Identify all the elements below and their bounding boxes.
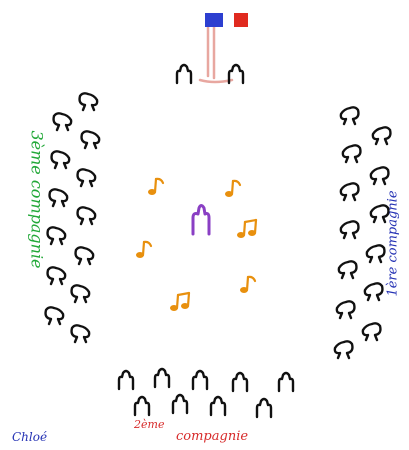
soldier-icon bbox=[337, 260, 358, 280]
soldier-icon bbox=[153, 367, 171, 389]
soldier-icon bbox=[52, 112, 73, 132]
flag-pole bbox=[198, 18, 234, 84]
soldier-icon bbox=[78, 92, 99, 112]
soldier-icon bbox=[191, 369, 209, 391]
soldier-icon bbox=[50, 150, 71, 170]
soldier-icon bbox=[361, 322, 382, 342]
soldier-icon bbox=[333, 340, 354, 360]
soldier-icon bbox=[76, 168, 97, 188]
bottom-company-num-label: 2ème bbox=[134, 418, 165, 431]
music-note-icon bbox=[148, 177, 165, 195]
flag-group bbox=[198, 13, 248, 84]
soldier-icon bbox=[74, 246, 95, 266]
soldier-icon bbox=[76, 206, 97, 226]
soldier-icon bbox=[227, 63, 245, 85]
signature: Chloé bbox=[12, 430, 48, 444]
soldier-icon bbox=[339, 220, 360, 240]
soldier-icon bbox=[80, 130, 101, 150]
right-company-label: 1ère compagnie bbox=[385, 190, 401, 297]
soldier-icon bbox=[171, 393, 189, 415]
soldier-icon bbox=[46, 226, 67, 246]
flag-blue-icon bbox=[205, 13, 223, 27]
flag-red-icon bbox=[234, 13, 248, 27]
conductor-icon bbox=[191, 204, 211, 236]
music-notes-group bbox=[136, 177, 258, 311]
soldier-icon bbox=[133, 395, 151, 417]
soldier-group bbox=[44, 63, 392, 419]
soldier-icon bbox=[231, 371, 249, 393]
soldier-icon bbox=[117, 369, 135, 391]
music-note-icon bbox=[170, 291, 191, 311]
soldier-icon bbox=[70, 284, 91, 304]
bottom-company-word-label: compagnie bbox=[176, 429, 249, 444]
soldier-icon bbox=[369, 166, 390, 186]
soldier-icon bbox=[209, 395, 227, 417]
soldier-icon bbox=[369, 204, 390, 224]
soldier-icon bbox=[335, 300, 356, 320]
soldier-icon bbox=[255, 397, 273, 419]
soldier-icon bbox=[44, 306, 65, 326]
music-note-icon bbox=[240, 275, 257, 293]
music-note-icon bbox=[136, 240, 153, 258]
soldier-icon bbox=[48, 188, 69, 208]
left-company-label: 3ème compagnie bbox=[27, 130, 47, 269]
soldier-icon bbox=[277, 371, 295, 393]
soldier-icon bbox=[175, 63, 193, 85]
soldier-icon bbox=[46, 266, 67, 286]
soldier-icon bbox=[339, 106, 360, 126]
soldier-icon bbox=[365, 244, 386, 264]
soldier-icon bbox=[341, 144, 362, 164]
music-note-icon bbox=[237, 218, 258, 238]
soldier-icon bbox=[371, 126, 392, 146]
music-note-icon bbox=[225, 179, 242, 197]
soldier-icon bbox=[70, 324, 91, 344]
soldier-icon bbox=[363, 282, 384, 302]
soldier-icon bbox=[339, 182, 360, 202]
